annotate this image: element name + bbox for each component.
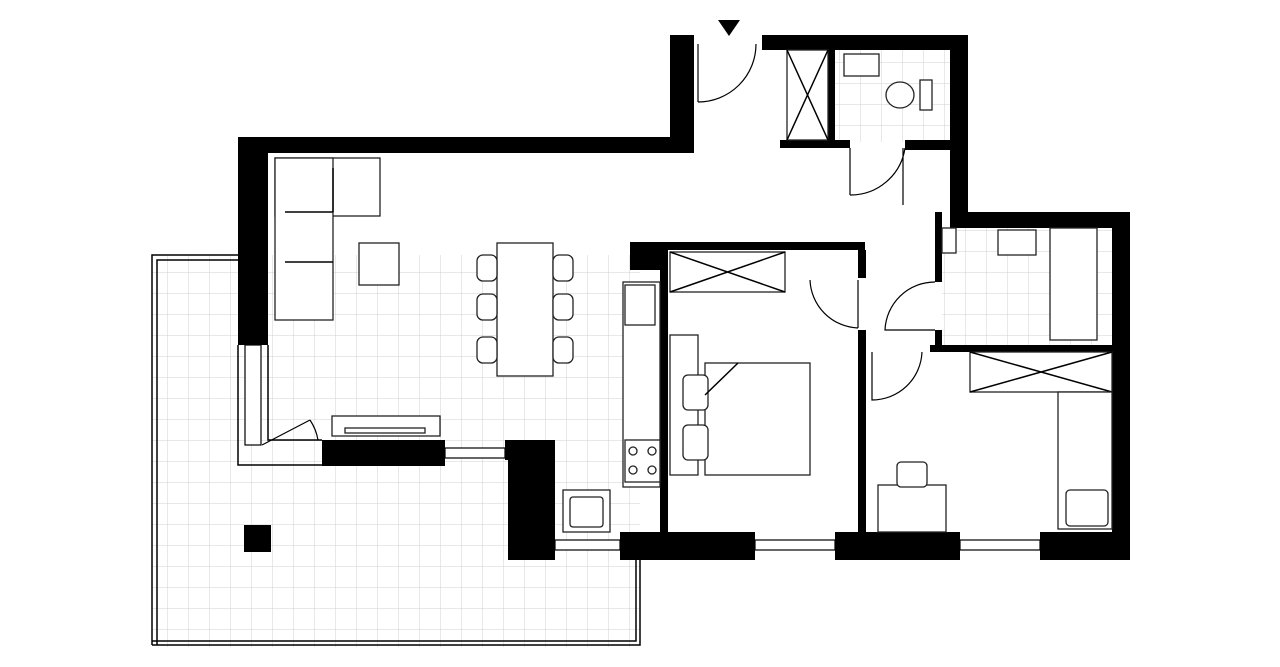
walls-part (660, 242, 668, 532)
walls-part (858, 330, 866, 532)
walls-part (828, 50, 835, 145)
desk-part (896, 461, 928, 488)
doors-part (884, 281, 936, 331)
sofa-part (274, 157, 334, 321)
wc-sink (843, 53, 880, 77)
walls-part (322, 440, 445, 466)
windows (237, 344, 1041, 551)
bed-bedroom-1-part (682, 374, 709, 411)
walls-part (630, 242, 660, 270)
bed-bedroom-2-part (1065, 489, 1109, 527)
kitchen-counter-part (647, 465, 657, 475)
walls (238, 35, 1130, 560)
doors-part (849, 147, 906, 205)
kitchen-counter-part (624, 439, 661, 483)
walls-part (935, 330, 942, 350)
walls-part (930, 345, 1112, 352)
sofa-part (285, 168, 334, 263)
kitchen-counter-part (628, 446, 638, 456)
windows-part (444, 447, 506, 459)
walls-part (620, 532, 755, 560)
bed-bedroom-1-part (682, 424, 709, 461)
shower (786, 49, 829, 141)
kitchen-counter (562, 281, 661, 533)
bath-sink (997, 229, 1037, 256)
windows-part (959, 539, 1041, 551)
furniture (274, 49, 1113, 533)
walls-part (238, 137, 694, 153)
coffee-table (358, 242, 400, 286)
desk-part (877, 484, 947, 533)
windows-part (244, 344, 262, 446)
walls-part (630, 242, 865, 250)
walls-part (905, 140, 950, 150)
wardrobe-bedroom-1-part (669, 251, 786, 293)
walls-part (1040, 532, 1130, 560)
walls-part (670, 35, 694, 153)
desk (877, 461, 947, 533)
terrace-column (244, 525, 271, 552)
terrace-part (151, 254, 641, 646)
windows-part (237, 345, 322, 466)
walls-part (935, 212, 942, 282)
wardrobe-bedroom-2-part (969, 351, 1113, 393)
dining-set (476, 242, 574, 377)
dining-set-part (552, 254, 574, 282)
doors-part (261, 419, 319, 446)
wardrobe-bedroom-2 (969, 351, 1113, 393)
walls-part (670, 35, 694, 49)
bed-bedroom-1-part (704, 362, 739, 396)
bed-bedroom-1 (669, 334, 811, 476)
entrance-arrow-icon (718, 20, 740, 36)
bed-bedroom-1-part (704, 362, 811, 476)
shower-part (786, 49, 829, 141)
bathtub (1049, 227, 1098, 341)
windows-part (554, 539, 621, 551)
walls-part (858, 250, 866, 278)
toilet (885, 81, 915, 109)
doors-part (871, 351, 923, 401)
walls-part (1112, 212, 1130, 560)
windows-part (754, 539, 836, 551)
dining-set-part (476, 254, 498, 282)
kitchen-counter-part (624, 284, 656, 326)
doors-part (697, 43, 757, 103)
kitchen-counter-part (628, 465, 638, 475)
walls-part (238, 137, 268, 345)
dining-set-part (496, 242, 554, 377)
washing-machine (941, 227, 957, 254)
sofa (274, 157, 381, 321)
walls-part (835, 532, 960, 560)
walls-part (950, 35, 968, 225)
kitchen-counter-part (569, 496, 604, 528)
toilet-tank (919, 79, 933, 111)
walls-part (505, 440, 555, 460)
walls-part (950, 212, 1130, 228)
doors-part (809, 279, 859, 329)
wardrobe-bedroom-1 (669, 251, 786, 293)
doors (261, 20, 936, 446)
dining-set-part (552, 336, 574, 364)
dining-set-part (476, 336, 498, 364)
dining-set-part (552, 293, 574, 321)
walls-part (780, 140, 850, 148)
kitchen-counter-part (647, 446, 657, 456)
dining-set-part (476, 293, 498, 321)
tv (344, 427, 426, 434)
walls-part (762, 35, 968, 50)
bed-bedroom-2 (1057, 391, 1113, 530)
